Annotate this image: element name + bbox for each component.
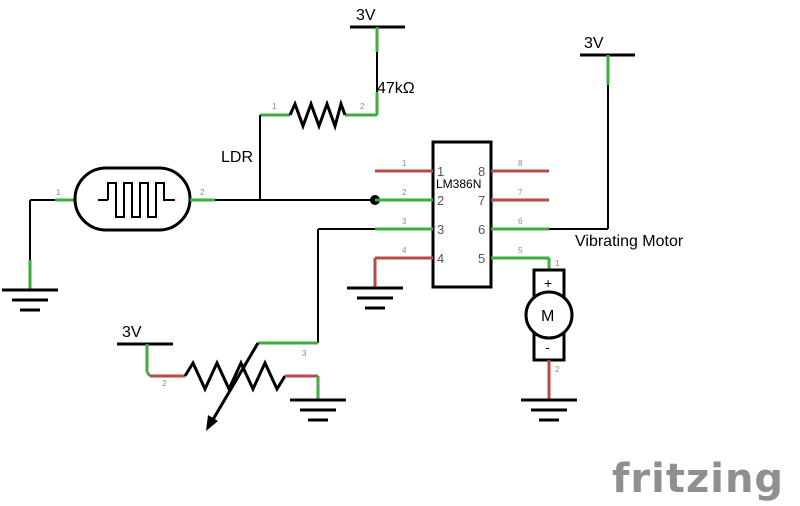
motor-minus: -: [545, 339, 550, 355]
ldr-photoresistor[interactable]: 1 2 LDR: [30, 115, 380, 232]
svg-text:1: 1: [402, 159, 407, 168]
power-3v-pot: 3V: [117, 324, 173, 372]
vibrating-motor[interactable]: M + - 1 2: [524, 258, 574, 400]
potentiometer[interactable]: 2 1 3: [145, 341, 321, 431]
resistor-47k[interactable]: 1 2 47kΩ: [260, 80, 415, 131]
svg-text:6: 6: [478, 222, 485, 237]
svg-text:7: 7: [478, 193, 485, 208]
svg-text:8: 8: [518, 159, 523, 168]
svg-text:5: 5: [478, 251, 485, 266]
ground-ldr: [2, 200, 58, 312]
svg-text:2: 2: [162, 379, 167, 388]
svg-text:4: 4: [437, 251, 444, 266]
svg-text:2: 2: [437, 193, 444, 208]
svg-text:6: 6: [518, 217, 523, 226]
chip-name: LM386N: [436, 177, 481, 191]
svg-text:3: 3: [437, 222, 444, 237]
svg-text:7: 7: [518, 188, 523, 197]
motor-label: Vibrating Motor: [575, 233, 684, 250]
ground-pot: [290, 398, 346, 422]
svg-text:1: 1: [316, 381, 321, 390]
svg-text:3: 3: [302, 349, 307, 358]
motor-plus: +: [544, 275, 552, 291]
power-label: 3V: [584, 35, 604, 52]
ldr-label: LDR: [221, 149, 253, 166]
power-label: 3V: [122, 324, 142, 341]
svg-text:2: 2: [555, 365, 560, 374]
svg-text:1: 1: [272, 102, 277, 111]
svg-text:1: 1: [437, 164, 444, 179]
power-3v-resistor: 3V: [350, 7, 405, 92]
svg-text:2: 2: [200, 188, 205, 197]
svg-text:2: 2: [360, 102, 365, 111]
svg-text:4: 4: [402, 246, 407, 255]
svg-text:1: 1: [56, 188, 61, 197]
svg-text:1: 1: [555, 259, 560, 268]
power-label: 3V: [356, 7, 376, 24]
resistor-value: 47kΩ: [377, 80, 415, 97]
svg-text:2: 2: [402, 188, 407, 197]
power-3v-motor: 3V: [580, 35, 635, 85]
ground-motor: [521, 398, 577, 422]
lm386n-chip[interactable]: 1 2 3 4 8 7 6 5 1 2 3 4 8 7 6 5 LM386N: [375, 140, 549, 289]
ground-chip: [347, 258, 403, 310]
motor-symbol: M: [541, 308, 554, 325]
svg-text:5: 5: [518, 246, 523, 255]
fritzing-logo: fritzing: [612, 456, 784, 502]
svg-text:3: 3: [402, 217, 407, 226]
svg-text:8: 8: [478, 164, 485, 179]
